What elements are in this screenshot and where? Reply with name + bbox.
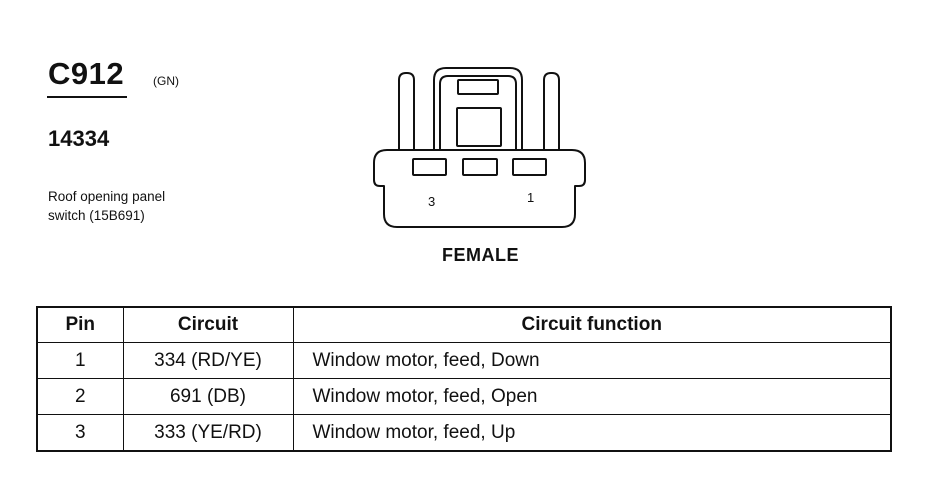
part-number: 14334 xyxy=(48,126,110,151)
connector-id-underline xyxy=(47,96,127,98)
table-row: 2 691 (DB) Window motor, feed, Open xyxy=(36,378,892,415)
circuit-cell: 333 (YE/RD) xyxy=(122,414,294,452)
table-header-row: Pin Circuit Circuit function xyxy=(36,306,892,343)
circuit-cell: 334 (RD/YE) xyxy=(122,342,294,379)
pin-cell: 2 xyxy=(36,378,124,415)
table-row: 1 334 (RD/YE) Window motor, feed, Down xyxy=(36,342,892,379)
cavity-2 xyxy=(462,158,498,176)
header-circuit: Circuit xyxy=(122,306,294,343)
connector-body xyxy=(373,149,586,228)
connector-id: C912 xyxy=(48,56,125,91)
latch-window xyxy=(457,79,499,95)
cavity-3 xyxy=(412,158,447,176)
header-pin: Pin xyxy=(36,306,124,343)
function-cell: Window motor, feed, Up xyxy=(292,414,892,452)
cavity-1 xyxy=(512,158,547,176)
latch-arch xyxy=(433,67,523,150)
cavity-label-1: 1 xyxy=(527,190,534,205)
pin-cell: 1 xyxy=(36,342,124,379)
description-line-2: switch (15B691) xyxy=(48,208,145,223)
pinout-table: Pin Circuit Circuit function 1 334 (RD/Y… xyxy=(36,306,892,452)
right-latch-post xyxy=(543,72,560,150)
function-cell: Window motor, feed, Open xyxy=(292,378,892,415)
cavity-label-3: 3 xyxy=(428,194,435,209)
latch-arch-inner xyxy=(439,75,517,150)
table-row: 3 333 (YE/RD) Window motor, feed, Up xyxy=(36,414,892,452)
function-cell: Window motor, feed, Down xyxy=(292,342,892,379)
left-latch-post xyxy=(398,72,415,150)
header-circuit-function: Circuit function xyxy=(292,306,892,343)
latch-tab xyxy=(456,107,502,147)
gender-label: FEMALE xyxy=(442,245,519,265)
circuit-cell: 691 (DB) xyxy=(122,378,294,415)
description-line-1: Roof opening panel xyxy=(48,189,166,204)
pin-cell: 3 xyxy=(36,414,124,452)
color-code: (GN) xyxy=(153,74,179,88)
